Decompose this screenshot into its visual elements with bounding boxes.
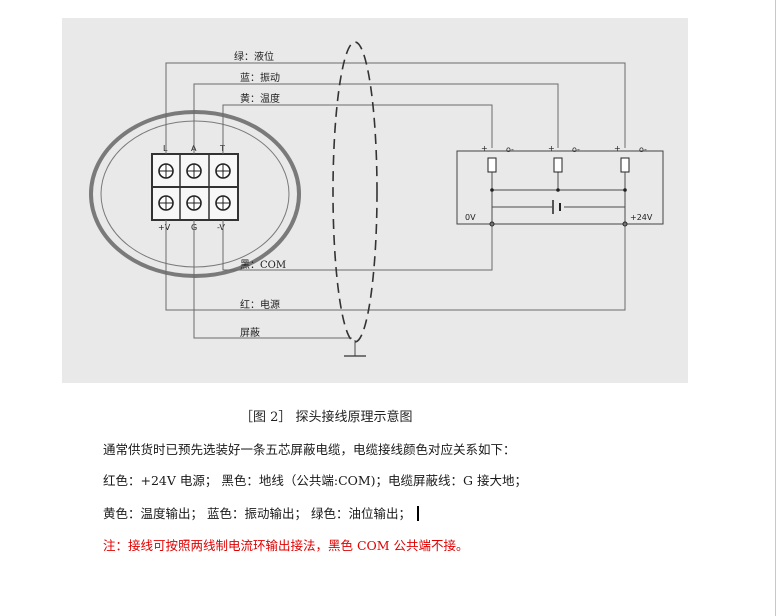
label-yellow-temperature: 黄：温度 (240, 92, 280, 105)
wiring-diagram-figure: L A T +V G -V 绿：液位 蓝：振动 黄：温度 黑：COM 红：电源 … (62, 18, 688, 383)
terminal-screw-+V (158, 195, 174, 211)
cable-shield-ellipse (332, 41, 378, 343)
terminal-screw--V (215, 195, 231, 211)
load1-minus: o- (506, 145, 514, 154)
load-resistor-3 (620, 157, 630, 173)
terminal-24v (622, 221, 628, 227)
wiring-diagram-svg: L A T +V G -V 绿：液位 蓝：振动 黄：温度 黑：COM 红：电源 … (89, 41, 664, 357)
junction-dot-3 (623, 188, 627, 192)
label-shield: 屏蔽 (240, 327, 260, 339)
label-blue-vibration: 蓝：振动 (240, 71, 280, 84)
text-line-2: 红色：+24V 电源； 黑色：地线（公共端:COM)；电缆屏蔽线：G 接大地； (103, 473, 528, 488)
note-line: 注：接线可按照两线制电流环输出接法，黑色 COM 公共端不接。 (103, 538, 469, 553)
terminal-0v (489, 221, 495, 227)
label-red-power: 红：电源 (240, 298, 280, 311)
terminal-label-minusV: -V (217, 223, 225, 232)
text-cursor (416, 506, 419, 521)
wire-red-power (165, 220, 626, 311)
load-resistor-2 (553, 157, 563, 173)
terminal-screw-L (158, 163, 174, 179)
wire-shield (193, 220, 352, 339)
wire-yellow-temperature (222, 104, 493, 154)
wire-blue-vibration (193, 83, 559, 154)
load-resistor-1 (487, 157, 497, 173)
load3-plus: + (614, 144, 621, 153)
wire-green-level (165, 62, 626, 154)
load2-minus: o- (572, 145, 580, 154)
page-edge-rule (775, 0, 776, 616)
supply-label-0v: 0V (465, 213, 476, 222)
figure-caption: ［图 2］ 探头接线原理示意图 (240, 410, 413, 425)
text-line-1: 通常供货时已预先选装好一条五芯屏蔽电缆，电缆接线颜色对应关系如下： (103, 442, 516, 457)
supply-label-24v: +24V (630, 213, 653, 222)
text-line-3: 黄色：温度输出； 蓝色：振动输出； 绿色：油位输出； (103, 503, 419, 522)
label-green-level: 绿：液位 (234, 50, 274, 63)
label-black-com: 黑：COM (240, 259, 286, 271)
terminal-label-T: T (219, 144, 225, 153)
junction-dot-1 (490, 188, 494, 192)
wire-black-com (222, 220, 493, 271)
load2-plus: + (548, 144, 555, 153)
terminal-screw-A (186, 163, 202, 179)
load1-plus: + (481, 144, 488, 153)
terminal-screw-T (215, 163, 231, 179)
junction-dot-2 (556, 188, 560, 192)
text-line-3-content: 黄色：温度输出； 蓝色：振动输出； 绿色：油位输出； (103, 506, 411, 521)
load3-minus: o- (639, 145, 647, 154)
terminal-screw-G (186, 195, 202, 211)
terminal-label-plusV: +V (158, 223, 171, 232)
